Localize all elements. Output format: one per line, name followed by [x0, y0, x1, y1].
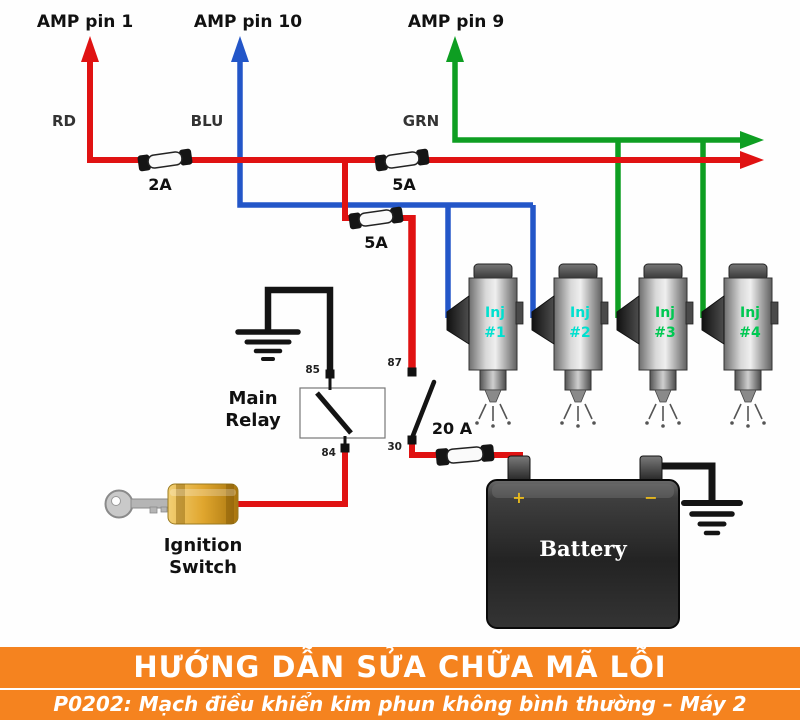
arrow-right-red-icon — [740, 151, 764, 169]
relay-switch-arm — [409, 379, 437, 441]
fuse-5a-lower-label: 5A — [364, 233, 388, 252]
ignition-switch-label-2: Switch — [169, 557, 237, 578]
amp-pin-10-label: AMP pin 10 — [194, 12, 302, 32]
injector-3-num: #3 — [654, 325, 675, 341]
ground-symbol-battery — [681, 500, 743, 536]
relay-pin-30-label: 30 — [387, 441, 402, 453]
injector-1-num: #1 — [484, 325, 505, 341]
injector-1-name: Inj — [485, 305, 505, 321]
injector-2: Inj #2 — [531, 263, 609, 429]
blue-wire-amp-pin-10 — [231, 36, 536, 318]
injector-4-name: Inj — [740, 305, 760, 321]
wire-code-grn: GRN — [403, 112, 439, 130]
battery-label: Battery — [539, 536, 627, 561]
relay-terminal-85 — [325, 369, 335, 379]
arrow-up-blue-icon — [231, 36, 249, 62]
injector-2-num: #2 — [569, 325, 590, 341]
relay-terminal-87 — [407, 367, 417, 377]
footer-banner: HƯỚNG DẪN SỬA CHỮA MÃ LỖI P0202: Mạch đi… — [0, 647, 800, 720]
fuse-20a: 20 A — [432, 419, 495, 466]
arrow-up-red-icon — [81, 36, 99, 62]
injector-2-name: Inj — [570, 305, 590, 321]
banner-divider — [0, 687, 800, 690]
battery-negative-cable — [656, 462, 716, 505]
ignition-cylinder — [167, 483, 239, 525]
ignition-switch-label-1: Ignition — [164, 535, 243, 556]
fuse-5a-lower: 5A — [348, 206, 404, 252]
fuse-2a: 2A — [137, 148, 193, 194]
battery-negative-mark: − — [644, 488, 657, 507]
key-icon — [104, 489, 172, 519]
relay-pin-85-label: 85 — [305, 364, 320, 376]
main-relay-label-2: Relay — [225, 410, 281, 431]
battery-body — [486, 479, 680, 629]
relay-terminal-84 — [340, 443, 350, 453]
fuse-5a-upper: 5A — [374, 148, 430, 194]
banner-subtitle: P0202: Mạch điều khiển kim phun không bì… — [53, 691, 747, 716]
injector-4: Inj #4 — [701, 263, 779, 429]
injector-4-num: #4 — [739, 325, 761, 341]
relay-terminal-30 — [407, 435, 417, 445]
fuse-5a-upper-label: 5A — [392, 175, 416, 194]
green-wire-amp-pin-9 — [446, 36, 764, 318]
wiring-diagram: 85 87 84 30 Main Relay 2A 5A 5A — [37, 12, 779, 629]
wire-code-rd: RD — [52, 112, 76, 130]
amp-pin-1-label: AMP pin 1 — [37, 12, 133, 32]
battery-positive-post — [507, 455, 531, 483]
fuse-2a-label: 2A — [148, 175, 172, 194]
main-relay: 85 87 84 30 Main Relay — [225, 357, 437, 459]
relay-pin-87-label: 87 — [387, 357, 402, 369]
arrow-up-green-icon — [446, 36, 464, 62]
injector-1: Inj #1 — [446, 263, 524, 429]
ground-symbol-relay — [235, 329, 301, 361]
battery-positive-mark: + — [512, 488, 525, 507]
relay-coil — [315, 391, 353, 435]
fuse-20a-label: 20 A — [432, 419, 473, 438]
relay-ground-wire — [235, 286, 334, 372]
relay-box — [299, 387, 386, 439]
amp-pin-9-label: AMP pin 9 — [408, 12, 504, 32]
battery: + − Battery — [486, 455, 743, 629]
banner-title: HƯỚNG DẪN SỬA CHỮA MÃ LỖI — [133, 650, 667, 685]
relay-pin-84-label: 84 — [321, 447, 336, 459]
wire-code-blu: BLU — [191, 112, 224, 130]
injector-3: Inj #3 — [616, 263, 694, 429]
battery-negative-post — [639, 455, 663, 483]
ignition-switch: Ignition Switch — [104, 483, 243, 578]
arrow-right-green-icon — [740, 131, 764, 149]
injector-3-name: Inj — [655, 305, 675, 321]
main-relay-label-1: Main — [228, 388, 277, 409]
